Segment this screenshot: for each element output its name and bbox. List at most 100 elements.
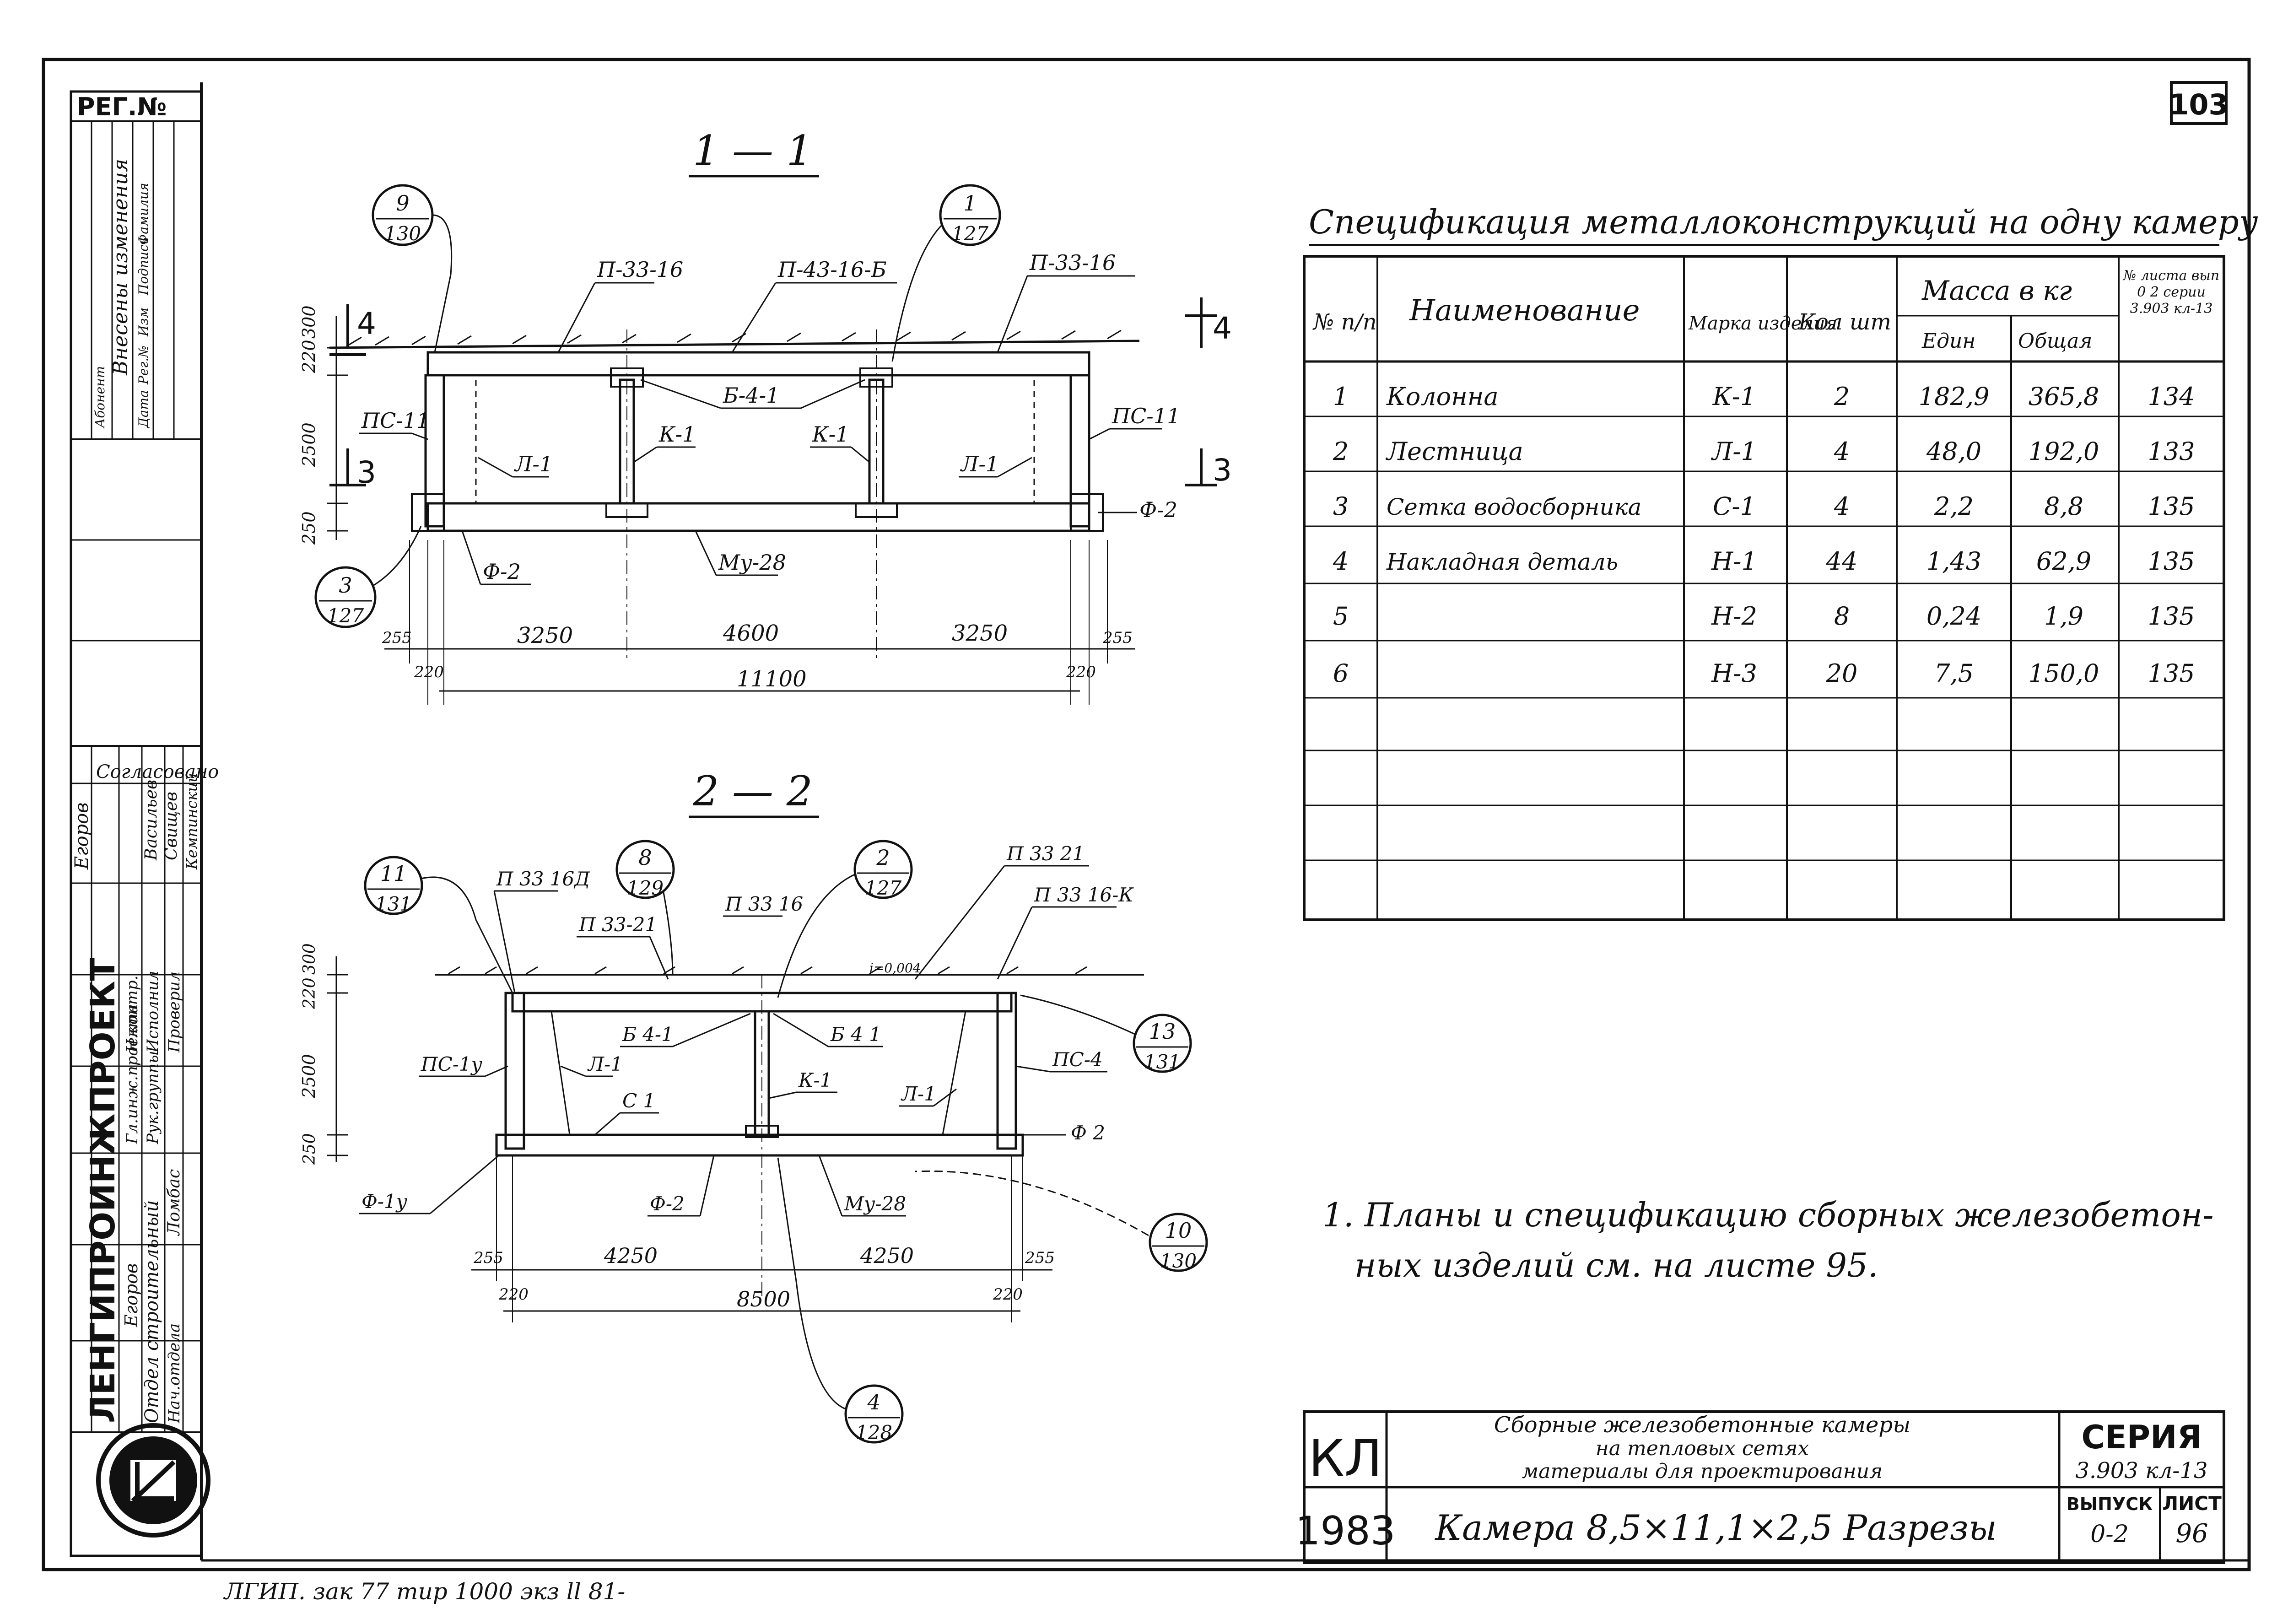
org-logo bbox=[96, 1423, 210, 1538]
s2-dim-220-right: 220 bbox=[993, 1285, 1023, 1304]
s1-label-k1-a: К-1 bbox=[658, 422, 696, 447]
s2-label-b4-1-b: Б 4 1 bbox=[830, 1023, 881, 1046]
s1-label-ps11-left: ПС-11 bbox=[361, 408, 430, 433]
changes-col-3: Рег.№ bbox=[136, 345, 151, 385]
row1-qty: 2 bbox=[1834, 382, 1850, 411]
s2-label-p33-16k: П 33 16-К bbox=[1034, 884, 1134, 906]
note-line-2: ных изделий см. на листе 95. bbox=[1354, 1246, 1878, 1284]
s2-callout-3-sheet: 127 bbox=[865, 877, 901, 899]
s1-cut-4-right: 4 bbox=[1213, 311, 1232, 346]
spec-header-qty: Кол шт bbox=[1798, 309, 1891, 335]
spec-header-no: № п/п bbox=[1312, 309, 1377, 335]
sheet-number-top: 103 bbox=[2169, 88, 2228, 121]
s2-dims: 255 4250 4250 255 220 220 8500 bbox=[473, 1243, 1055, 1311]
s1-label-b4-1: Б-4-1 bbox=[723, 383, 779, 408]
table-row: 5 Н-2 8 0,24 1,9 135 bbox=[1333, 602, 2195, 631]
table-row: 2 Лестница Л-1 4 48,0 192,0 133 bbox=[1333, 437, 2195, 466]
s2-level-4: 250 bbox=[300, 1133, 319, 1165]
s2-callout-4-sheet: 131 bbox=[1144, 1051, 1181, 1073]
row1-no: 1 bbox=[1333, 382, 1349, 411]
changes-header: Внесены изменения bbox=[109, 159, 132, 376]
staff-name-1: Егоров bbox=[121, 1263, 141, 1327]
staff-name-2: Ломбас bbox=[165, 1169, 183, 1236]
row4-total: 62,9 bbox=[2036, 547, 2091, 576]
title-desc-1: Сборные железобетонные камеры bbox=[1494, 1412, 1910, 1438]
row4-name: Накладная деталь bbox=[1386, 549, 1618, 575]
row4-mark: Н-1 bbox=[1711, 547, 1757, 576]
row5-total: 1,9 bbox=[2044, 602, 2083, 631]
spec-header-ref: № листа вып 0 2 серии 3.903 кл-13 bbox=[2123, 268, 2220, 317]
row5-mark: Н-2 bbox=[1711, 602, 1757, 631]
changes-col-5: Подпись bbox=[136, 237, 151, 296]
reg-label: РЕГ.№ bbox=[77, 92, 167, 121]
row1-mark: К-1 bbox=[1712, 382, 1756, 411]
s1-dim-255-left: 255 bbox=[382, 629, 412, 647]
s2-level-3: 2500 bbox=[299, 1054, 319, 1099]
s1-callout-9-130[interactable]: 9 130 bbox=[372, 184, 453, 353]
row3-mark: С-1 bbox=[1713, 492, 1756, 521]
s1-label-f2-right: Ф-2 bbox=[1139, 497, 1177, 522]
s1-cut-4-left: 4 bbox=[357, 306, 376, 341]
s1-callout-1-127[interactable]: 1 127 bbox=[891, 184, 1001, 362]
row2-total: 192,0 bbox=[2029, 437, 2099, 466]
s1-level-4: 250 bbox=[299, 511, 319, 545]
s2-callout-4-128[interactable]: 4 128 bbox=[777, 1157, 904, 1444]
row4-no: 4 bbox=[1333, 547, 1349, 576]
s2-callout-2-127[interactable]: 2 127 bbox=[777, 840, 913, 998]
title-block: КЛ 1983 Сборные железобетонные камеры на… bbox=[1295, 1410, 2225, 1564]
row3-no: 3 bbox=[1333, 492, 1349, 521]
row3-total: 8,8 bbox=[2044, 492, 2083, 521]
s1-label-p33-16-left: П-33-16 bbox=[597, 257, 683, 282]
list-label: ЛИСТ bbox=[2162, 1492, 2222, 1515]
s2-callout-1-sheet: 131 bbox=[375, 893, 412, 915]
s2-label-l1-b: Л-1 bbox=[901, 1083, 936, 1105]
s2-level-2: 220 bbox=[300, 977, 319, 1009]
section-1-title: 1 — 1 bbox=[693, 127, 813, 175]
spec-header-mark: Марка изделия bbox=[1688, 313, 1837, 334]
s2-callout-5-num: 10 bbox=[1165, 1218, 1192, 1243]
spec-header-name: Наименование bbox=[1409, 294, 1640, 328]
row6-mark: Н-3 bbox=[1711, 659, 1757, 688]
changes-col-2: Дата bbox=[136, 390, 151, 429]
s1-cut-3-left: 3 bbox=[357, 455, 376, 490]
row2-ref: 133 bbox=[2148, 437, 2195, 466]
row2-mark: Л-1 bbox=[1711, 437, 1757, 466]
spec-rows: 1 Колонна К-1 2 182,9 365,8 134 2 Лестни… bbox=[1333, 382, 2195, 688]
s1-callout-1-num: 9 bbox=[396, 191, 409, 216]
issue-value: 0-2 bbox=[2090, 1521, 2129, 1548]
s2-dim-255-left: 255 bbox=[473, 1249, 503, 1267]
title-desc-2: на тепловых сетях bbox=[1596, 1437, 1809, 1460]
s2-dim-total: 8500 bbox=[737, 1287, 790, 1311]
s1-label-k1-b: К-1 bbox=[812, 422, 849, 447]
spec-table: Спецификация металлоконструкций на одну … bbox=[1303, 203, 2258, 921]
section-1-1: 1 — 1 300 220 2500 250 bbox=[299, 127, 1232, 705]
s1-label-ps11-right: ПС-11 bbox=[1112, 404, 1180, 428]
row6-total: 150,0 bbox=[2029, 659, 2099, 688]
s1-label-p33-16-right: П-33-16 bbox=[1029, 250, 1116, 275]
s2-label-f2: Ф-2 bbox=[650, 1192, 685, 1215]
s2-label-ps4: ПС-4 bbox=[1052, 1048, 1103, 1071]
row1-unit: 182,9 bbox=[1919, 382, 1990, 411]
s1-label-mu28: Му-28 bbox=[718, 550, 786, 575]
sheet-frame bbox=[42, 58, 2251, 1571]
s1-element-labels: П-33-16 П-43-16-Б П-33-16 Б-4-1 К-1 К-1 … bbox=[359, 250, 1180, 585]
s2-label-b4-1-a: Б 4-1 bbox=[622, 1023, 674, 1046]
s2-callout-10-130[interactable]: 10 130 bbox=[915, 1170, 1208, 1272]
s2-label-ps1u: ПС-1у bbox=[421, 1053, 483, 1075]
series-label: СЕРИЯ bbox=[2082, 1419, 2202, 1456]
staff-role-2: Н.контр. bbox=[123, 976, 141, 1053]
row4-unit: 1,43 bbox=[1926, 547, 1981, 576]
staff-role-5: Проверил bbox=[165, 971, 183, 1053]
table-row: 1 Колонна К-1 2 182,9 365,8 134 bbox=[1333, 382, 2195, 411]
s2-callout-8-129[interactable]: 8 129 bbox=[615, 840, 675, 975]
note-line-1: 1. Планы и спецификацию сборных железобе… bbox=[1322, 1196, 2214, 1234]
s1-callout-3-127[interactable]: 3 127 bbox=[314, 526, 422, 628]
staff-role-3: Рук.группы bbox=[144, 1051, 162, 1144]
title-year: 1983 bbox=[1295, 1508, 1396, 1554]
org-name: ЛЕНГИПРОИНЖПРОЕКТ bbox=[83, 957, 123, 1423]
row4-ref: 135 bbox=[2148, 547, 2195, 576]
row6-no: 6 bbox=[1333, 659, 1349, 688]
s2-callout-11-131[interactable]: 11 131 bbox=[364, 856, 513, 993]
row2-no: 2 bbox=[1333, 437, 1349, 466]
s2-callout-13-131[interactable]: 13 131 bbox=[1020, 994, 1192, 1073]
